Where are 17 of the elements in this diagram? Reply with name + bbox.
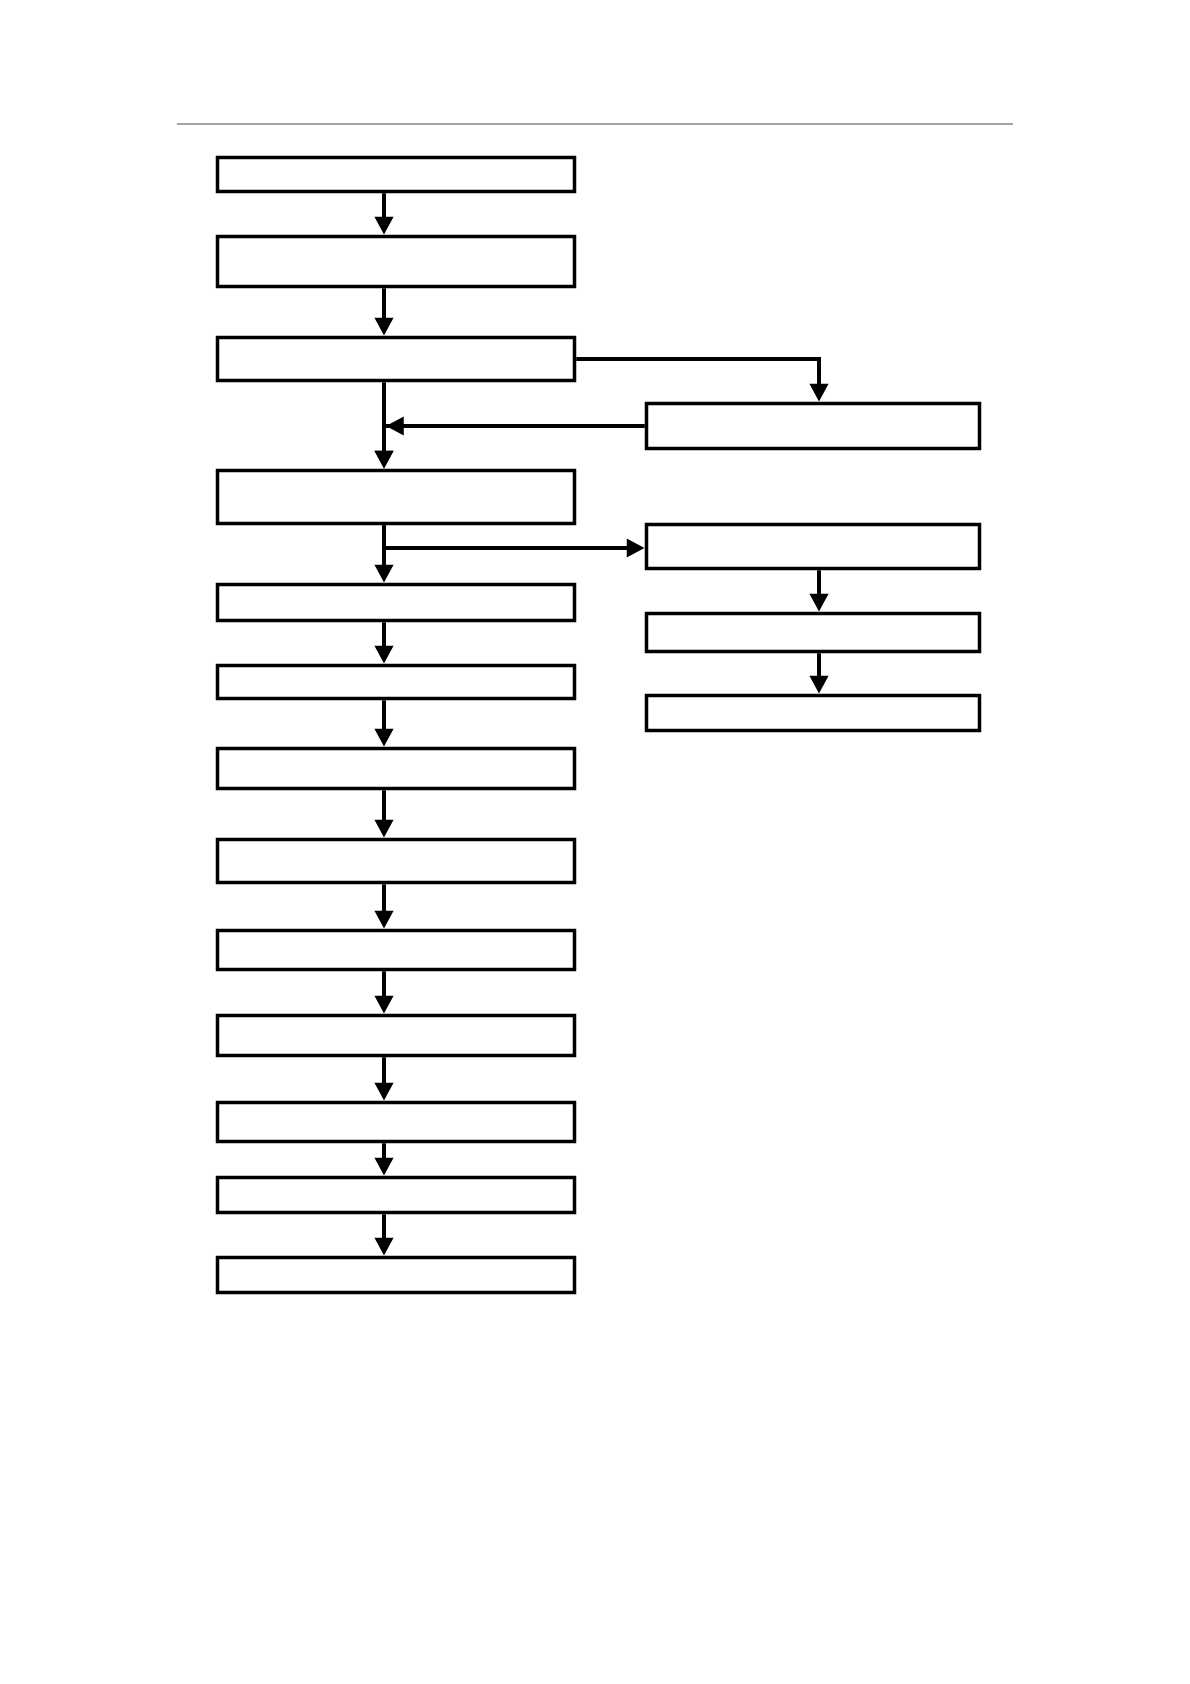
process-box [215,335,577,383]
process-box [215,1175,577,1215]
process-box [215,155,577,194]
process-box [644,522,982,571]
process-box [644,611,982,654]
process-box [215,468,577,526]
process-box [215,1013,577,1058]
process-box [215,837,577,885]
process-box [644,693,982,733]
process-box [215,663,577,701]
process-box [215,1255,577,1295]
process-box [215,1100,577,1144]
process-box [215,234,577,289]
process-box [215,928,577,972]
process-box [644,401,982,451]
process-box [215,582,577,623]
process-box [215,746,577,791]
